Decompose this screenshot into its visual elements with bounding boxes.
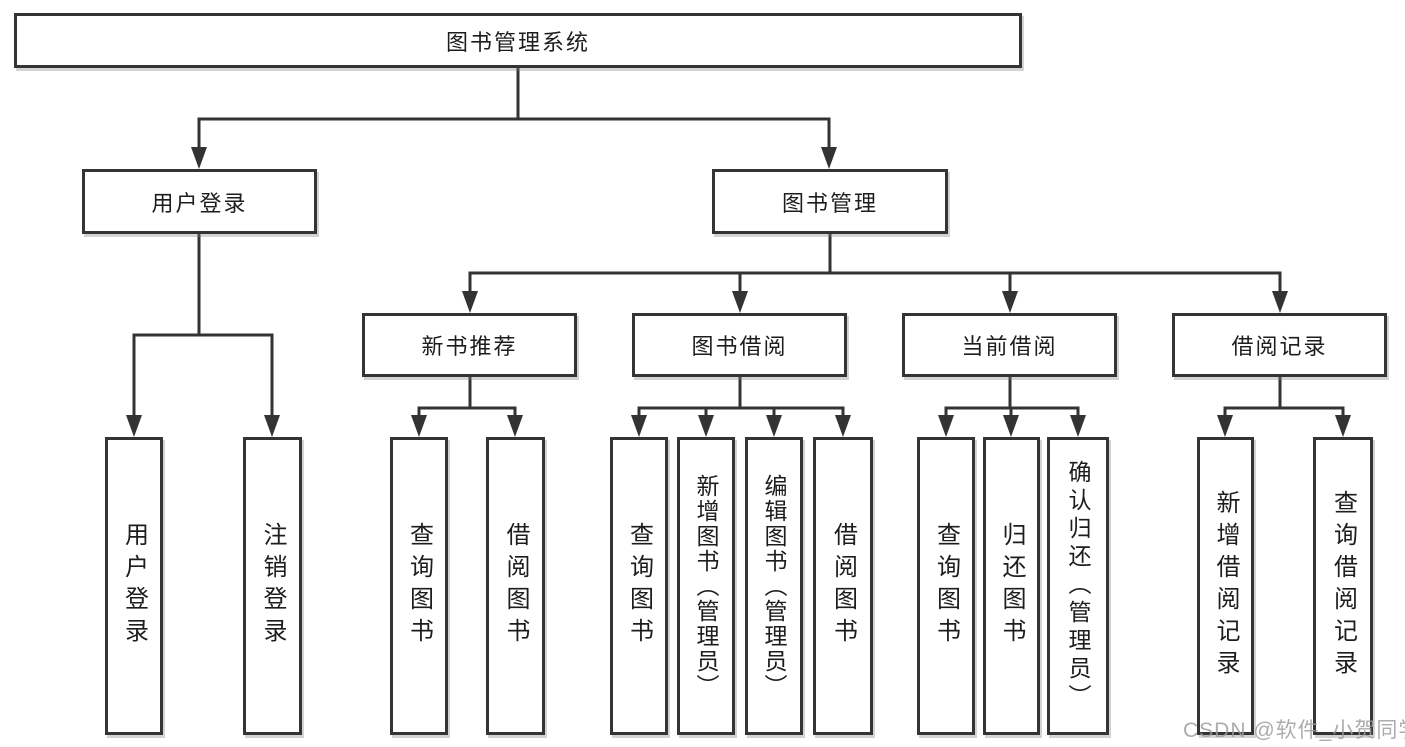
node-book-management: 图书管理 — [712, 169, 948, 234]
edge-book-borrow-to-leaves — [631, 375, 851, 437]
leaf-user-login: 用户登录 — [105, 437, 163, 735]
edge-user-login-to-leaves — [126, 232, 280, 437]
leaf-edit-books-admin: 编辑图书（管理员） — [745, 437, 803, 735]
leaf-borrow-books-rec: 借阅图书 — [486, 437, 545, 735]
leaf-add-borrow-record: 新增借阅记录 — [1197, 437, 1254, 735]
csdn-watermark: CSDN @软件_小贺同学 — [1183, 719, 1405, 742]
node-new-book-recommend: 新书推荐 — [362, 313, 577, 377]
node-user-login: 用户登录 — [82, 169, 317, 234]
node-root-system: 图书管理系统 — [14, 13, 1022, 68]
node-current-borrow: 当前借阅 — [902, 313, 1117, 377]
leaf-borrow-books: 借阅图书 — [813, 437, 873, 735]
edge-current-borrow-to-leaves — [938, 375, 1086, 437]
edge-book-mgmt-to-level3 — [462, 232, 1288, 313]
leaf-add-books-admin: 新增图书（管理员） — [677, 437, 735, 735]
edge-new-book-rec-to-leaves — [411, 375, 523, 437]
leaf-query-books-borrow: 查询图书 — [610, 437, 668, 735]
leaf-return-books: 归还图书 — [983, 437, 1040, 735]
node-book-borrow: 图书借阅 — [632, 313, 847, 377]
edge-root-to-level2 — [191, 66, 837, 169]
leaf-logout: 注销登录 — [243, 437, 302, 735]
leaf-query-books-rec: 查询图书 — [390, 437, 448, 735]
leaf-query-borrow-record: 查询借阅记录 — [1313, 437, 1373, 735]
leaf-confirm-return-admin: 确认归还（管理员） — [1047, 437, 1109, 735]
leaf-query-books-current: 查询图书 — [917, 437, 975, 735]
node-borrow-records: 借阅记录 — [1172, 313, 1387, 377]
edge-borrow-records-to-leaves — [1217, 375, 1351, 437]
